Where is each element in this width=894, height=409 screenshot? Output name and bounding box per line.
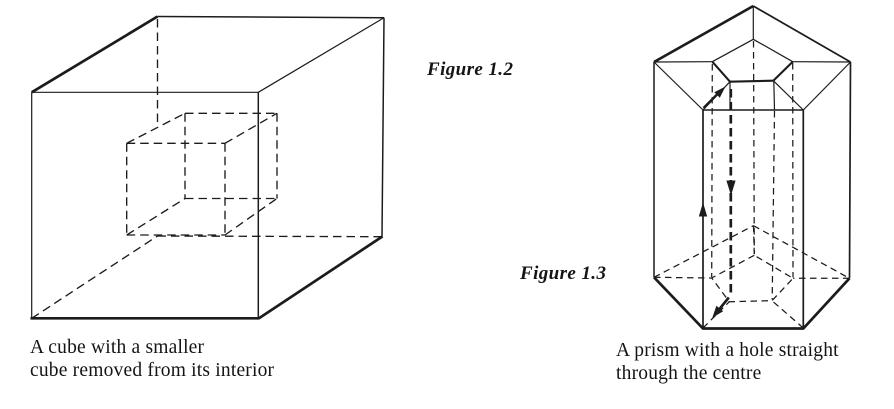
prism-hole-top-edges [711,38,794,111]
arrow-enter-hole [702,86,726,109]
cube-hidden-edges [31,19,383,319]
arrow-down [726,180,736,196]
prism-caption-line1: A prism with a hole straight [616,340,839,361]
cube-outer-visible-edges [30,15,385,320]
cube-caption-line2: cube removed from its interior [30,360,275,381]
prism-caption-line2: through the centre [616,363,762,384]
hole-path-arrows [698,86,736,318]
prism-figure [653,4,852,330]
prism-bottom-visible-edges [653,276,851,330]
inner-cube-edges [126,112,278,236]
cube-figure [30,15,385,320]
arrow-exit-hole [712,296,730,318]
prism-hole-hidden-edges [711,40,794,300]
prism-caption: A prism with a hole straight through the… [616,339,839,385]
arrow-up [698,202,708,217]
prism-side-edges [653,61,852,328]
cube-caption-line1: A cube with a smaller [30,337,205,358]
prism-top-face-edges [653,4,851,111]
figure-1-3-label: Figure 1.3 [520,263,607,284]
figure-1-2-label: Figure 1.2 [427,59,514,80]
prism-bottom-hidden-edges [653,225,850,329]
cube-caption: A cube with a smaller cube removed from … [30,336,274,382]
